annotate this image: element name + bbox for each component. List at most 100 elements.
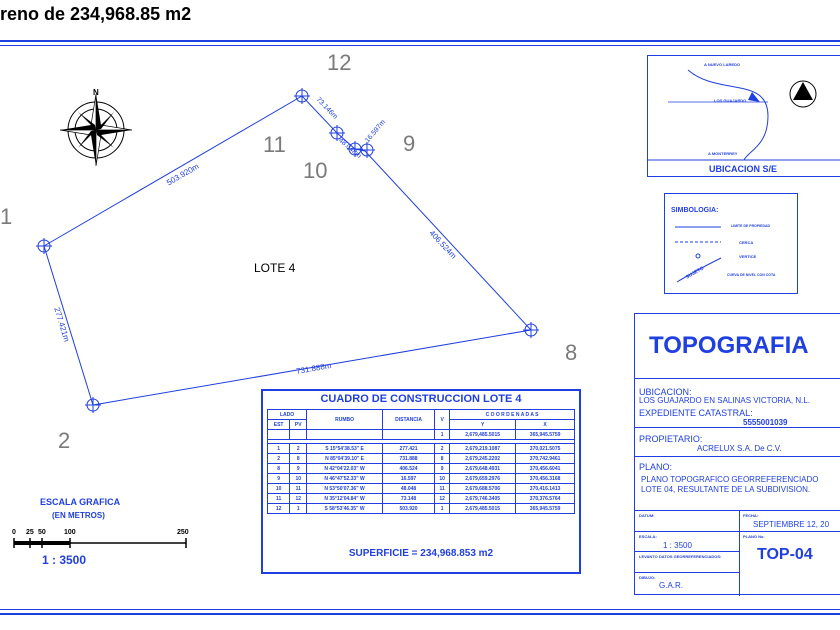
cell-rumbo: N 53°50'07.36" W	[306, 483, 383, 494]
legend-item: CERCA	[739, 240, 754, 245]
road-label-monterrey: A MONTERREY	[708, 151, 738, 156]
cell-v: 11	[434, 483, 451, 494]
point-label-11: 11	[263, 132, 286, 157]
ubicacion-value: LOS GUAJARDO EN SALINAS VICTORIA, N.L.	[639, 396, 811, 405]
location-caption: UBICACION S/E	[708, 164, 777, 174]
cell-rumbo: N 35°12'04.84" W	[306, 493, 383, 504]
cell-dist: 406.524	[381, 463, 436, 474]
cell-est: 2	[266, 453, 291, 464]
cell-est: 10	[266, 483, 291, 494]
cell-x: 370,456.6041	[515, 463, 575, 474]
cell-est: 11	[266, 493, 291, 504]
cell-x: 370,416.1413	[515, 483, 575, 494]
cell-x: 370,376.5764	[515, 493, 575, 504]
scale-tick-50: 50	[38, 529, 46, 536]
cell-y: 2,679,485.5015	[449, 429, 517, 440]
cell-pv: 2	[289, 443, 308, 454]
cell-v: 1	[434, 429, 451, 440]
cell-dist: 73.148	[381, 493, 436, 504]
scale-tick-0: 0	[12, 529, 16, 536]
cell-rumbo: S 58°53'46.35" W	[306, 503, 383, 514]
title-block-heading: TOPOGRAFIA	[649, 332, 809, 359]
th-est: EST	[266, 419, 291, 430]
cell-rumbo: S 15°54'38.53" E	[306, 443, 383, 454]
construction-table: CUADRO DE CONSTRUCCION LOTE 4 LADO RUMBO…	[261, 389, 581, 574]
cell-pv: 12	[289, 493, 308, 504]
cell-x: 370,456.3168	[515, 473, 575, 484]
ubicacion-label: UBICACION:	[639, 387, 692, 397]
scale-subtitle: (EN METROS)	[52, 511, 105, 520]
cell-x: 365,945.5759	[515, 429, 575, 440]
fecha-label: FECHA:	[743, 513, 759, 518]
road-label-los-guajardo: LOS GUAJARDO	[714, 98, 747, 103]
cell-dist: 277.421	[381, 443, 436, 454]
dibujo-value: G.A.R.	[659, 581, 684, 590]
expediente-value: 5555001039	[743, 418, 788, 427]
drawing-frame-inner	[0, 45, 840, 610]
legend-title: SIMBOLOGIA:	[671, 207, 719, 214]
cell-dist: 48.048	[381, 483, 436, 494]
legend-item: CURVA DE NIVEL CON COTA	[727, 273, 776, 277]
cell-rumbo: N 46°47'52.33" W	[306, 473, 383, 484]
cell-x: 370,021.5075	[515, 443, 575, 454]
point-label-8: 8	[565, 340, 578, 365]
north-arrow-icon	[789, 80, 817, 108]
cell-y: 2,679,245.2202	[449, 453, 517, 464]
point-label-9: 9	[403, 131, 416, 156]
plano-no-value: TOP-04	[757, 546, 813, 563]
scale-tick-100: 100	[64, 529, 76, 536]
levanto-label: LEVANTO DATOS GEORREFERENCIADOS:	[639, 554, 722, 559]
cell-v: 9	[434, 463, 451, 474]
cell-dist: 16.597	[381, 473, 436, 484]
th-distancia: DISTANCIA	[381, 409, 436, 430]
cell-est: 8	[266, 463, 291, 474]
location-map-drawing	[648, 69, 840, 161]
title-block: TOPOGRAFIA UBICACION: LOS GUAJARDO EN SA…	[634, 313, 840, 596]
road-label-nuevo-laredo: A NUEVO LAREDO	[704, 62, 741, 67]
cell-dist: 731.888	[381, 453, 436, 464]
cell-x: 370,742.9461	[515, 453, 575, 464]
cell-y: 2,679,485.5015	[449, 503, 517, 514]
lot-label: LOTE 4	[254, 261, 296, 275]
cell-est: 1	[266, 443, 291, 454]
cell-y: 2,679,648.4931	[449, 463, 517, 474]
cell-y: 2,679,746.3405	[449, 493, 517, 504]
dibujo-label: DIBUJO:	[639, 575, 656, 580]
plano-line2: LOTE 04, RESULTANTE DE LA SUBDIVISION.	[641, 485, 811, 494]
scale-tick-250: 250	[177, 529, 189, 536]
legend-item: LIMITE DE PROPIEDAD	[731, 224, 771, 228]
fecha-value: SEPTIEMBRE 12, 20	[753, 520, 830, 529]
cell-pv: 10	[289, 473, 308, 484]
vertex-2-marker	[85, 397, 101, 413]
location-map: A NUEVO LAREDO LOS GUAJARDO A MONTERREY …	[647, 55, 840, 177]
construction-table-grid: LADO RUMBO DISTANCIA V C O O R D E N A D…	[266, 409, 575, 514]
legend-item: VERTICE	[739, 254, 757, 259]
cell-pv: 9	[289, 463, 308, 474]
cell-y: 2,679,688.5706	[449, 483, 517, 494]
lot-boundary	[43, 95, 532, 406]
datum-label: DATUM:	[639, 513, 655, 518]
th-v: V	[434, 409, 451, 430]
th-lado: LADO	[266, 409, 308, 420]
point-label-10: 10	[303, 158, 328, 183]
legend-symbols	[675, 226, 722, 283]
th-coordenadas: C O O R D E N A D A S	[449, 409, 575, 420]
vertex-8-marker	[523, 322, 539, 338]
north-arrow-icon	[59, 93, 133, 167]
superficie-total: SUPERFICIE = 234,968.853 m2	[348, 548, 494, 559]
cell-pv: 8	[289, 453, 308, 464]
propietario-label: PROPIETARIO:	[639, 434, 703, 444]
scale-ratio: 1 : 3500	[42, 553, 87, 567]
page-title: reno de 234,968.85 m2	[0, 4, 192, 24]
plano-line1: PLANO TOPOGRAFICO GEORREFERENCIADO	[641, 475, 819, 484]
vertex-1-marker	[36, 238, 52, 254]
cell-v: 2	[434, 443, 451, 454]
escala-label: ESCALA:	[639, 534, 657, 539]
cell-y: 2,679,219.1087	[449, 443, 517, 454]
